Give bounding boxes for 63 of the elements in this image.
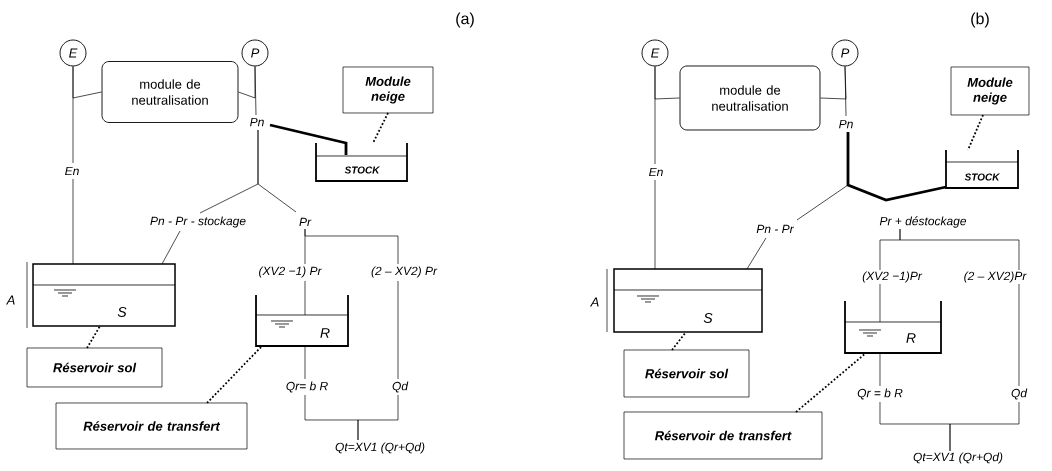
flux-label: Pr xyxy=(299,217,312,227)
module-box: module de neutralisation xyxy=(101,61,239,123)
flow-line xyxy=(357,394,399,441)
flux-label: En xyxy=(649,167,663,177)
flux-label: Qt=XV1 (Qr+Qd) xyxy=(335,442,425,454)
dimension-label: A xyxy=(590,297,599,307)
flow-line xyxy=(654,66,680,100)
flux-label: Qt=XV1 (Qr+Qd) xyxy=(913,452,1003,464)
flux-label: Qd xyxy=(1011,388,1028,400)
label-box: Module neige xyxy=(950,66,1030,116)
label-box: Réservoir de transfert xyxy=(55,402,248,450)
flow-line xyxy=(397,280,399,380)
flux-label: Pn xyxy=(839,119,853,129)
flow-line xyxy=(949,401,1020,452)
flow-line xyxy=(254,66,257,116)
leader-line xyxy=(671,331,687,351)
flux-label: Qr = b R xyxy=(857,388,903,400)
flow-line xyxy=(304,345,306,380)
flow-line xyxy=(269,123,348,155)
reservoir-tank: R xyxy=(844,300,942,354)
flow-line xyxy=(257,129,297,213)
flow-line xyxy=(1018,283,1020,387)
flow-line xyxy=(72,178,74,265)
label-box: Module neige xyxy=(342,66,434,114)
flow-line xyxy=(72,66,102,99)
reservoir-tank: S xyxy=(32,263,176,327)
panel-label: (a) xyxy=(456,12,474,28)
reservoir-tank: S xyxy=(613,268,763,333)
dimension-label: A xyxy=(6,295,15,305)
storage-tank: STOCK xyxy=(945,149,1019,189)
flux-label: (2 – XV2) Pr xyxy=(371,266,438,278)
flow-line xyxy=(879,352,881,387)
flow-line xyxy=(746,237,767,270)
flux-label: Pn xyxy=(250,117,264,127)
label-box: Réservoir sol xyxy=(623,349,750,398)
label-box: Réservoir sol xyxy=(26,347,163,388)
flow-line xyxy=(844,66,847,117)
flow-line xyxy=(161,230,181,265)
leader-line xyxy=(206,345,263,404)
module-box: module de neutralisation xyxy=(679,65,821,131)
leader-line xyxy=(86,325,101,349)
label-box: Réservoir de transfert xyxy=(623,411,823,460)
flow-line xyxy=(304,228,399,265)
flow-line xyxy=(846,132,947,202)
leader-line xyxy=(795,352,867,413)
flow-line xyxy=(899,228,1020,271)
flux-label: (2 – XV2)Pr xyxy=(964,271,1027,283)
flux-label: Pr + déstockage xyxy=(879,216,967,228)
flux-label: Qd xyxy=(392,381,409,393)
storage-tank: STOCK xyxy=(315,142,408,182)
reservoir-tank: R xyxy=(255,294,349,347)
flow-line xyxy=(654,179,656,270)
leader-line xyxy=(967,114,984,151)
flux-label: (XV2 −1) Pr xyxy=(259,266,322,278)
flux-label: (XV2 −1)Pr xyxy=(862,271,923,283)
flow-line xyxy=(304,280,306,316)
flux-label: En xyxy=(65,166,79,176)
panel-label: (b) xyxy=(971,12,989,28)
leader-line xyxy=(372,112,389,144)
flux-label: Pn - Pr xyxy=(756,224,795,234)
flux-label: Qr= b R xyxy=(286,381,328,393)
flux-label: Pn - Pr - stockage xyxy=(150,216,246,228)
flow-line xyxy=(879,283,881,323)
